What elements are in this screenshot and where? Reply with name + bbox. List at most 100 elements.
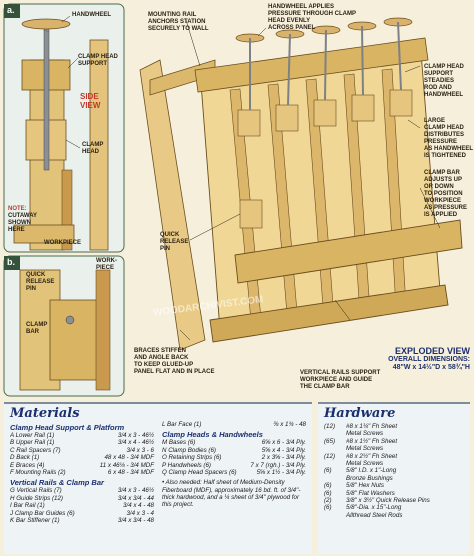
material-row: P Handwheels (6)7 x 7 (rgh.) - 3/4 Ply. [162,462,306,469]
materials-col-2: L Bar Face (1)⅜ x 1¾ - 48 Clamp Heads & … [162,421,306,524]
hardware-row: (2) 3/8" x 3½" Quick Release Pins [324,497,464,504]
side-view-threaded-rod [43,19,50,171]
rod-thread-lines [43,29,50,33]
material-size: 5⅝ x 4 - 3/4 Ply. [261,446,306,454]
material-row: D Back (1) 48 x 48 - 3/4 MDF [10,454,154,461]
material-size: 48 x 48 - 3/4 MDF [104,454,154,462]
detail-b-tab [4,256,20,270]
materials-note: • Also needed: Half sheet of Medium-Dens… [162,479,301,509]
hardware-desc: Metal Screws [346,445,384,453]
side-view-workpiece [61,169,73,251]
exploded-view-drawing [139,17,463,351]
material-part: F Mounting Rails (2) [10,469,66,477]
material-row: Q Clamp Head Spacers (6)5⅝ x 1½ - 3/4 Pl… [162,469,306,476]
hardware-row: (6)5/8"-Dia. x 15"-Long [324,504,464,511]
hardware-desc: Allthread Steel Rods [346,511,403,519]
hardware-desc: Metal Screws [346,430,384,438]
material-part: N Clamp Bodies (6) [162,446,216,454]
clamp-head [237,109,261,137]
material-row: N Clamp Bodies (6) 5⅝ x 4 - 3/4 Ply. [162,447,306,454]
material-row: M Bases (6)6⅝ x 6 - 3/4 Ply. [162,439,306,446]
side-view-drawing [13,18,109,251]
hardware-row: (6)5/8" I.D. x 1"-Long [324,467,464,474]
material-part: O Retaining Strips (6) [162,454,222,462]
material-size: 3/4 x 3 - 4 [126,509,154,517]
hardware-desc: 5/8" Flat Washers [346,489,395,497]
material-row: C Rail Spacers (7) 3/4 x 3 - 6 [10,447,154,454]
material-size: ⅜ x 1¾ - 48 [273,421,306,428]
detail-a-letter: a. [7,5,15,15]
material-part: M Bases (6) [162,439,196,447]
side-view-handwheel [21,18,71,30]
detail-b-letter: b. [7,257,15,267]
quick-release-block [239,199,263,229]
hardware-desc: #8 x 2½" Fh Sheet [346,452,398,460]
material-row: G Vertical Rails (7)3/4 x 3 - 46½ [10,487,154,494]
upper-rail [194,37,429,93]
lower-rail [209,284,449,343]
material-row: O Retaining Strips (6) 2 x 3⅝ - 3/4 Ply. [162,454,306,461]
hardware-qty: (12) [324,423,336,430]
material-size: 5⅝ x 1½ - 3/4 Ply. [256,469,306,477]
material-row: L Bar Face (1)⅜ x 1¾ - 48 [162,421,306,428]
material-part: G Vertical Rails (7) [10,487,62,495]
threaded-rod [324,29,327,101]
hardware-qty: (6) [324,482,332,490]
clamp-head [351,94,375,122]
materials-panel: Materials Clamp Head Support & Platform … [4,402,312,554]
material-size: 3/4 x 3 - 6 [126,446,154,454]
hardware-qty [324,460,346,467]
exploded-view-title: EXPLODED VIEW [394,346,470,356]
material-size: 3/4 x 3/4 - 48 [117,517,154,525]
hardware-qty [324,445,346,452]
material-row: A Lower Rail (1)3/4 x 3 - 46½ [10,432,154,439]
material-row: J Clamp Bar Guides (6) 3/4 x 3 - 4 [10,510,154,517]
hardware-desc: 3/8" x 3½" Quick Release Pins [346,497,430,505]
material-size: 3/4 x 3 - 46½ [117,432,154,439]
hardware-row: (6)5/8" Hex Nuts [324,482,464,489]
materials-col-1: Clamp Head Support & Platform A Lower Ra… [10,421,154,524]
exploded-view-title-block: EXPLODED VIEW OVERALL DIMENSIONS: 48"W x… [374,346,470,372]
group-title: Clamp Head Support & Platform [10,423,125,432]
hardware-desc: Metal Screws [346,460,384,468]
hardware-row: Bronze Bushings [324,475,464,482]
group-title: Clamp Heads & Handwheels [162,430,263,440]
materials-title: Materials [10,406,80,421]
material-row: K Bar Stiffener (1) 3/4 x 3/4 - 48 [10,517,154,524]
hardware-row: Metal Screws [324,430,464,437]
hardware-qty: (2) [324,497,332,505]
material-size: 3/4 x 3/4 - 44 [117,494,154,502]
hardware-row: Allthread Steel Rods [324,512,464,519]
material-part: H Guide Strips (12) [10,494,63,502]
plan-drawing: WOODARCHIVIST.COM [3,3,463,397]
clamp-head [313,99,337,127]
material-part: J Clamp Bar Guides (6) [10,509,75,517]
hardware-desc: 5/8"-Dia. x 15"-Long [346,504,402,512]
material-part: D Back (1) [10,454,40,462]
hardware-row: (12)#8 x 1¼" Fh Sheet [324,423,464,430]
callout-workpiece-b: WORK-PIECE [96,258,117,271]
material-row: H Guide Strips (12) 3/4 x 3/4 - 44 [10,495,154,502]
hardware-qty: (6) [324,467,332,475]
callout-handwheel: HANDWHEEL [72,12,111,18]
hardware-qty [324,475,346,482]
material-part: C Rail Spacers (7) [10,446,61,454]
material-part: B Upper Rail (1) [10,439,55,447]
material-row: F Mounting Rails (2) 6 x 48 - 3/4 MDF [10,469,154,476]
material-size: 6 x 48 - 3/4 MDF [107,469,154,477]
material-size: 2 x 3⅝ - 3/4 Ply. [261,454,306,462]
clamp-head [275,104,299,132]
material-part: K Bar Stiffener (1) [10,517,60,525]
group-title: Vertical Rails & Clamp Bar [10,478,104,488]
threaded-rod [287,33,291,106]
